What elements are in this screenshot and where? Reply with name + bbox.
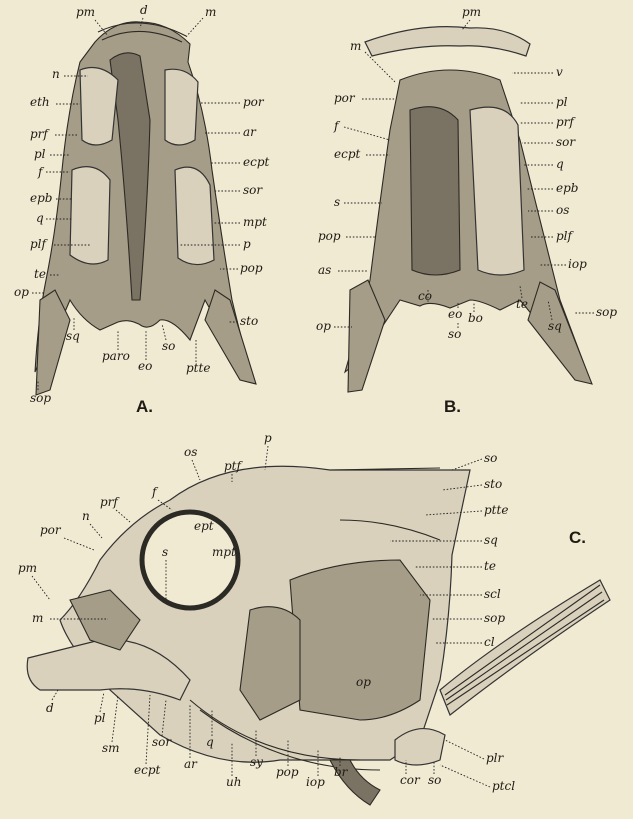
label-c-d: d — [46, 701, 54, 715]
label-b-bo: bo — [468, 311, 483, 325]
label-c-op: op — [356, 675, 371, 689]
label-a-sor: sor — [243, 183, 263, 197]
label-b-pm: pm — [462, 5, 481, 19]
label-c-s: s — [162, 545, 168, 559]
label-b-op: op — [316, 319, 331, 333]
label-c-sy: sy — [250, 755, 263, 769]
label-a-epb: epb — [30, 191, 52, 205]
label-c-te: te — [484, 559, 496, 573]
label-a-prf: prf — [30, 127, 50, 141]
label-c-n: n — [82, 509, 90, 523]
label-c-pop: pop — [276, 765, 299, 779]
label-c-uh: uh — [226, 775, 241, 789]
label-c-ecpt: ecpt — [134, 763, 161, 777]
label-c-prf: prf — [100, 495, 120, 509]
label-a-sq: sq — [66, 329, 80, 343]
label-b-as: as — [318, 263, 331, 277]
label-b-v: v — [556, 65, 563, 79]
label-a-p: p — [243, 237, 251, 251]
label-a-ar: ar — [243, 125, 257, 139]
label-a-ecpt: ecpt — [243, 155, 270, 169]
label-a-pm: pm — [76, 5, 95, 19]
label-c-os: os — [184, 445, 197, 459]
label-c-p: p — [264, 431, 272, 445]
label-a-por: por — [243, 95, 265, 109]
label-c-f: f — [151, 485, 159, 499]
label-c-pl: pl — [94, 711, 106, 725]
label-b-te: te — [516, 297, 528, 311]
label-a-ptte: ptte — [186, 361, 210, 375]
panel-a-caption: A. — [136, 397, 153, 416]
label-a-pl: pl — [34, 147, 46, 161]
label-b-os: os — [556, 203, 569, 217]
label-c-ept: ept — [194, 519, 214, 533]
label-b-pl: pl — [556, 95, 568, 109]
label-c-por: por — [40, 523, 62, 537]
label-a-f: f — [37, 165, 45, 179]
label-c-sto: sto — [484, 477, 502, 491]
label-a-m: m — [205, 5, 216, 19]
label-c-pm: pm — [18, 561, 37, 575]
label-b-iop: iop — [568, 257, 587, 271]
label-b-so: so — [448, 327, 461, 341]
label-c-ptcl: ptcl — [492, 779, 515, 793]
label-c-cor: cor — [400, 773, 421, 787]
label-b-co: co — [418, 289, 432, 303]
label-c-ptf: ptf — [224, 459, 244, 473]
label-c-ar: ar — [184, 757, 198, 771]
label-c-br: br — [334, 765, 349, 779]
label-c-scl: scl — [484, 587, 501, 601]
label-b-m: m — [350, 39, 361, 53]
label-b-eo: eo — [448, 307, 462, 321]
label-a-op: op — [14, 285, 29, 299]
label-a-paro: paro — [102, 349, 130, 363]
label-c-sop: sop — [484, 611, 505, 625]
label-b-ecpt: ecpt — [334, 147, 361, 161]
label-a-te: te — [34, 267, 46, 281]
label-a-eth: eth — [30, 95, 50, 109]
label-c-m: m — [32, 611, 43, 625]
label-c-iop: iop — [306, 775, 325, 789]
label-b-prf: prf — [556, 115, 576, 129]
label-c-sm: sm — [102, 741, 120, 755]
label-b-f: f — [333, 119, 341, 133]
label-c-so2: so — [428, 773, 441, 787]
label-a-pop: pop — [240, 261, 263, 275]
label-c-so: so — [484, 451, 497, 465]
label-a-plf: plf — [30, 237, 49, 251]
label-c-q: q — [206, 735, 214, 749]
label-a-eo: eo — [138, 359, 152, 373]
panel-b-skull — [345, 27, 592, 392]
panel-b-caption: B. — [444, 397, 461, 416]
label-a-so: so — [162, 339, 175, 353]
label-b-por: por — [334, 91, 356, 105]
label-b-sor: sor — [556, 135, 576, 149]
label-b-sop: sop — [596, 305, 617, 319]
label-b-s: s — [334, 195, 340, 209]
label-b-sq: sq — [548, 319, 562, 333]
label-a-sto: sto — [240, 314, 258, 328]
label-c-ptte: ptte — [484, 503, 508, 517]
label-b-epb: epb — [556, 181, 578, 195]
label-a-sop: sop — [30, 391, 51, 405]
label-a-mpt: mpt — [243, 215, 267, 229]
label-a-n: n — [52, 67, 60, 81]
label-a-d: d — [140, 3, 148, 17]
label-c-cl: cl — [484, 635, 495, 649]
label-a-q: q — [36, 211, 44, 225]
label-b-q: q — [556, 157, 564, 171]
label-c-mpt: mpt — [212, 545, 236, 559]
label-b-pop: pop — [318, 229, 341, 243]
label-c-sq: sq — [484, 533, 498, 547]
label-b-plf: plf — [556, 229, 575, 243]
panel-c-caption: C. — [569, 528, 586, 547]
label-c-sor: sor — [152, 735, 172, 749]
label-c-plr: plr — [486, 751, 505, 765]
